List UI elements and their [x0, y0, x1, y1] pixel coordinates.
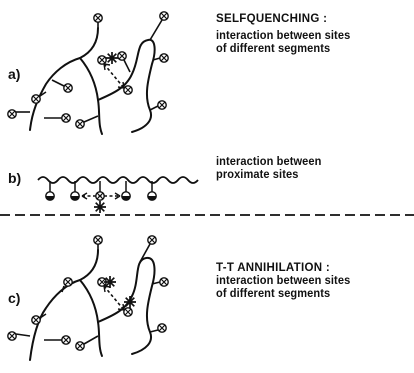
panel-c-description: T-T ANNIHILATION : interaction between s…: [216, 261, 404, 301]
polymer-coil-a: [29, 27, 156, 135]
panel-a-description: SELFQUENCHING : interaction between site…: [216, 12, 404, 56]
pendant-bonds-c: [15, 243, 161, 345]
panel-label-b: b): [8, 170, 22, 186]
quencher-site-a: [123, 85, 133, 95]
arrowheads-b: [81, 192, 121, 200]
interaction-arrow-c: [103, 285, 125, 311]
panel-b-description: interaction between proximate sites: [216, 156, 404, 182]
excited-site-star-b: [93, 200, 107, 214]
arrowheads-c: [103, 285, 125, 311]
panel-label-c: c): [8, 290, 21, 306]
panel-a-line2: of different segments: [216, 43, 331, 55]
panel-c-line2: of different segments: [216, 288, 331, 300]
pendant-bonds-b: [49, 181, 153, 192]
arrowheads-a: [103, 63, 125, 89]
panel-a-line1: interaction between sites: [216, 30, 351, 42]
panel-b-line2: proximate sites: [216, 169, 299, 181]
pendant-bonds-a: [16, 19, 163, 123]
panel-a-heading: SELFQUENCHING :: [216, 11, 328, 25]
panel-label-a: a): [8, 66, 21, 82]
interaction-arrow-a: [103, 63, 125, 89]
panel-c-heading: T-T ANNIHILATION :: [216, 260, 330, 274]
excited-site-star-c2: [123, 295, 137, 309]
panel-b-line1: interaction between: [216, 156, 322, 168]
polymer-coil-c: [29, 249, 156, 361]
panel-c-line1: interaction between sites: [216, 275, 351, 287]
polymer-chain-b: [37, 176, 199, 184]
excited-site-star-a: [105, 51, 119, 65]
